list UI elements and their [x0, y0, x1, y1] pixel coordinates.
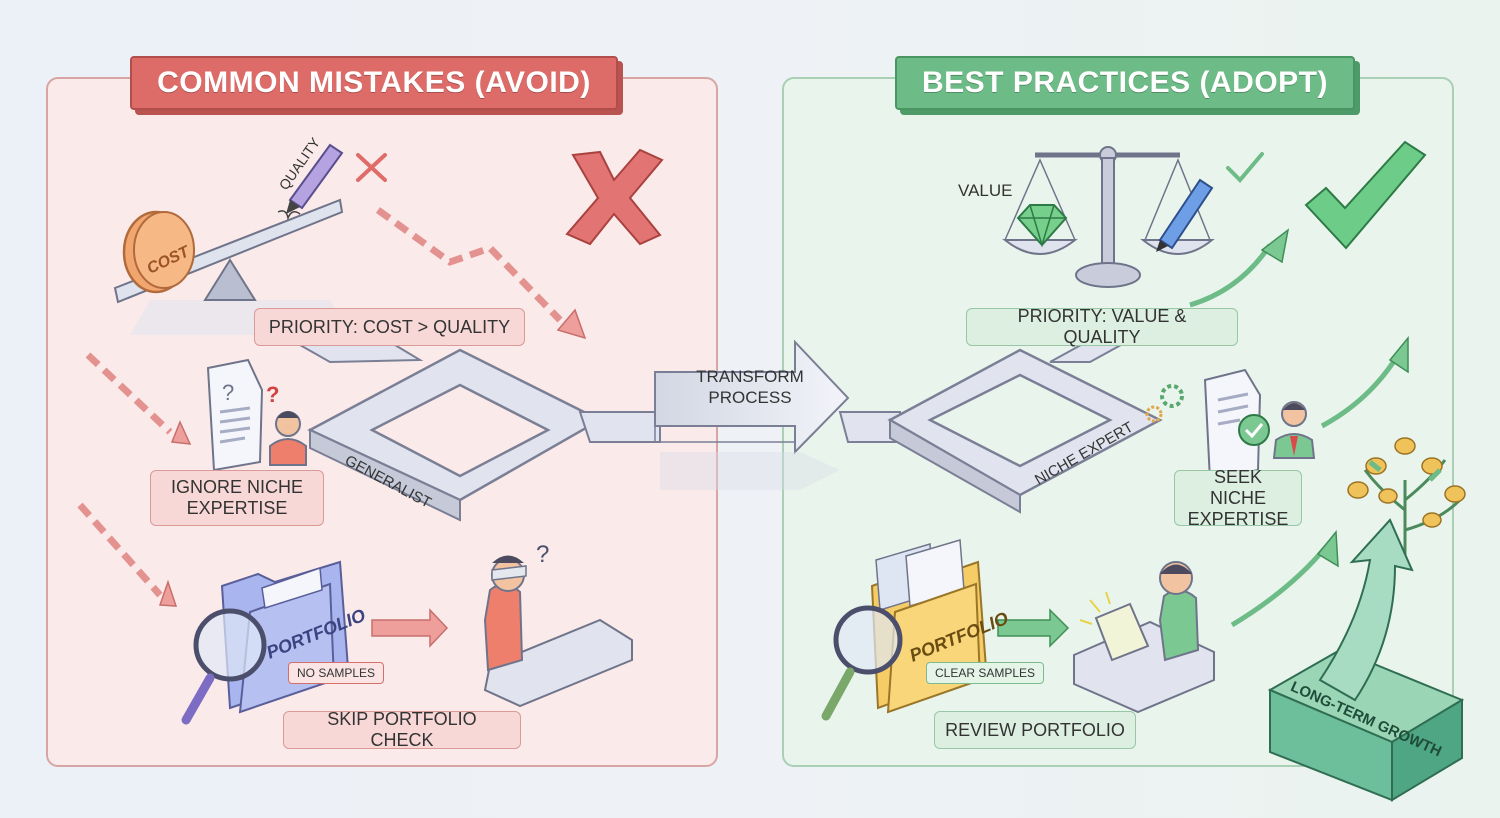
priority-cost-label: PRIORITY: COST > QUALITY — [254, 308, 525, 346]
document-check-icon — [1203, 368, 1270, 482]
svg-text:?: ? — [222, 380, 234, 405]
check-mark-icon — [1226, 140, 1427, 250]
transform-label: TRANSFORM PROCESS — [696, 367, 804, 407]
priority-value-label: PRIORITY: VALUE & QUALITY — [966, 306, 1238, 347]
seek-niche-label: SEEK NICHE EXPERTISE — [1174, 467, 1302, 529]
x-mark-icon — [356, 148, 664, 246]
generalist-path — [296, 344, 661, 522]
practices-title: BEST PRACTICES (ADOPT) — [895, 56, 1355, 110]
gear-icon — [1145, 384, 1184, 423]
ignore-niche-label: IGNORE NICHE EXPERTISE — [150, 470, 324, 526]
blindfolded-person-icon: ? — [483, 541, 633, 708]
pen-icon — [1156, 178, 1214, 252]
svg-text:?: ? — [266, 382, 279, 407]
no-samples-tag: NO SAMPLES — [288, 662, 385, 684]
skip-portfolio-label: SKIP PORTFOLIO CHECK — [283, 709, 521, 750]
confused-person-icon: ? — [266, 382, 307, 466]
magnifier-icon — [181, 608, 267, 725]
transform-arrow — [654, 339, 850, 490]
niche-expert-path — [838, 339, 1163, 514]
mistakes-title: COMMON MISTAKES (AVOID) — [130, 56, 618, 110]
magnifier-icon — [821, 605, 903, 721]
clear-samples-tag: CLEAR SAMPLES — [926, 662, 1045, 684]
value-label: VALUE — [958, 181, 1013, 200]
growth-tree-icon — [1347, 437, 1466, 560]
dashed-arrow-icon — [77, 207, 563, 598]
svg-text:?: ? — [536, 541, 549, 568]
person-laptop-icon — [1073, 561, 1215, 714]
review-portfolio-label: REVIEW PORTFOLIO — [934, 711, 1136, 749]
pen-icon — [277, 143, 344, 221]
growth-box-icon — [1267, 518, 1465, 802]
document-question-icon: ? — [206, 358, 264, 472]
professional-person-icon — [1272, 401, 1316, 459]
growth-arrow-icon — [1189, 243, 1401, 628]
gem-icon — [1016, 204, 1068, 248]
